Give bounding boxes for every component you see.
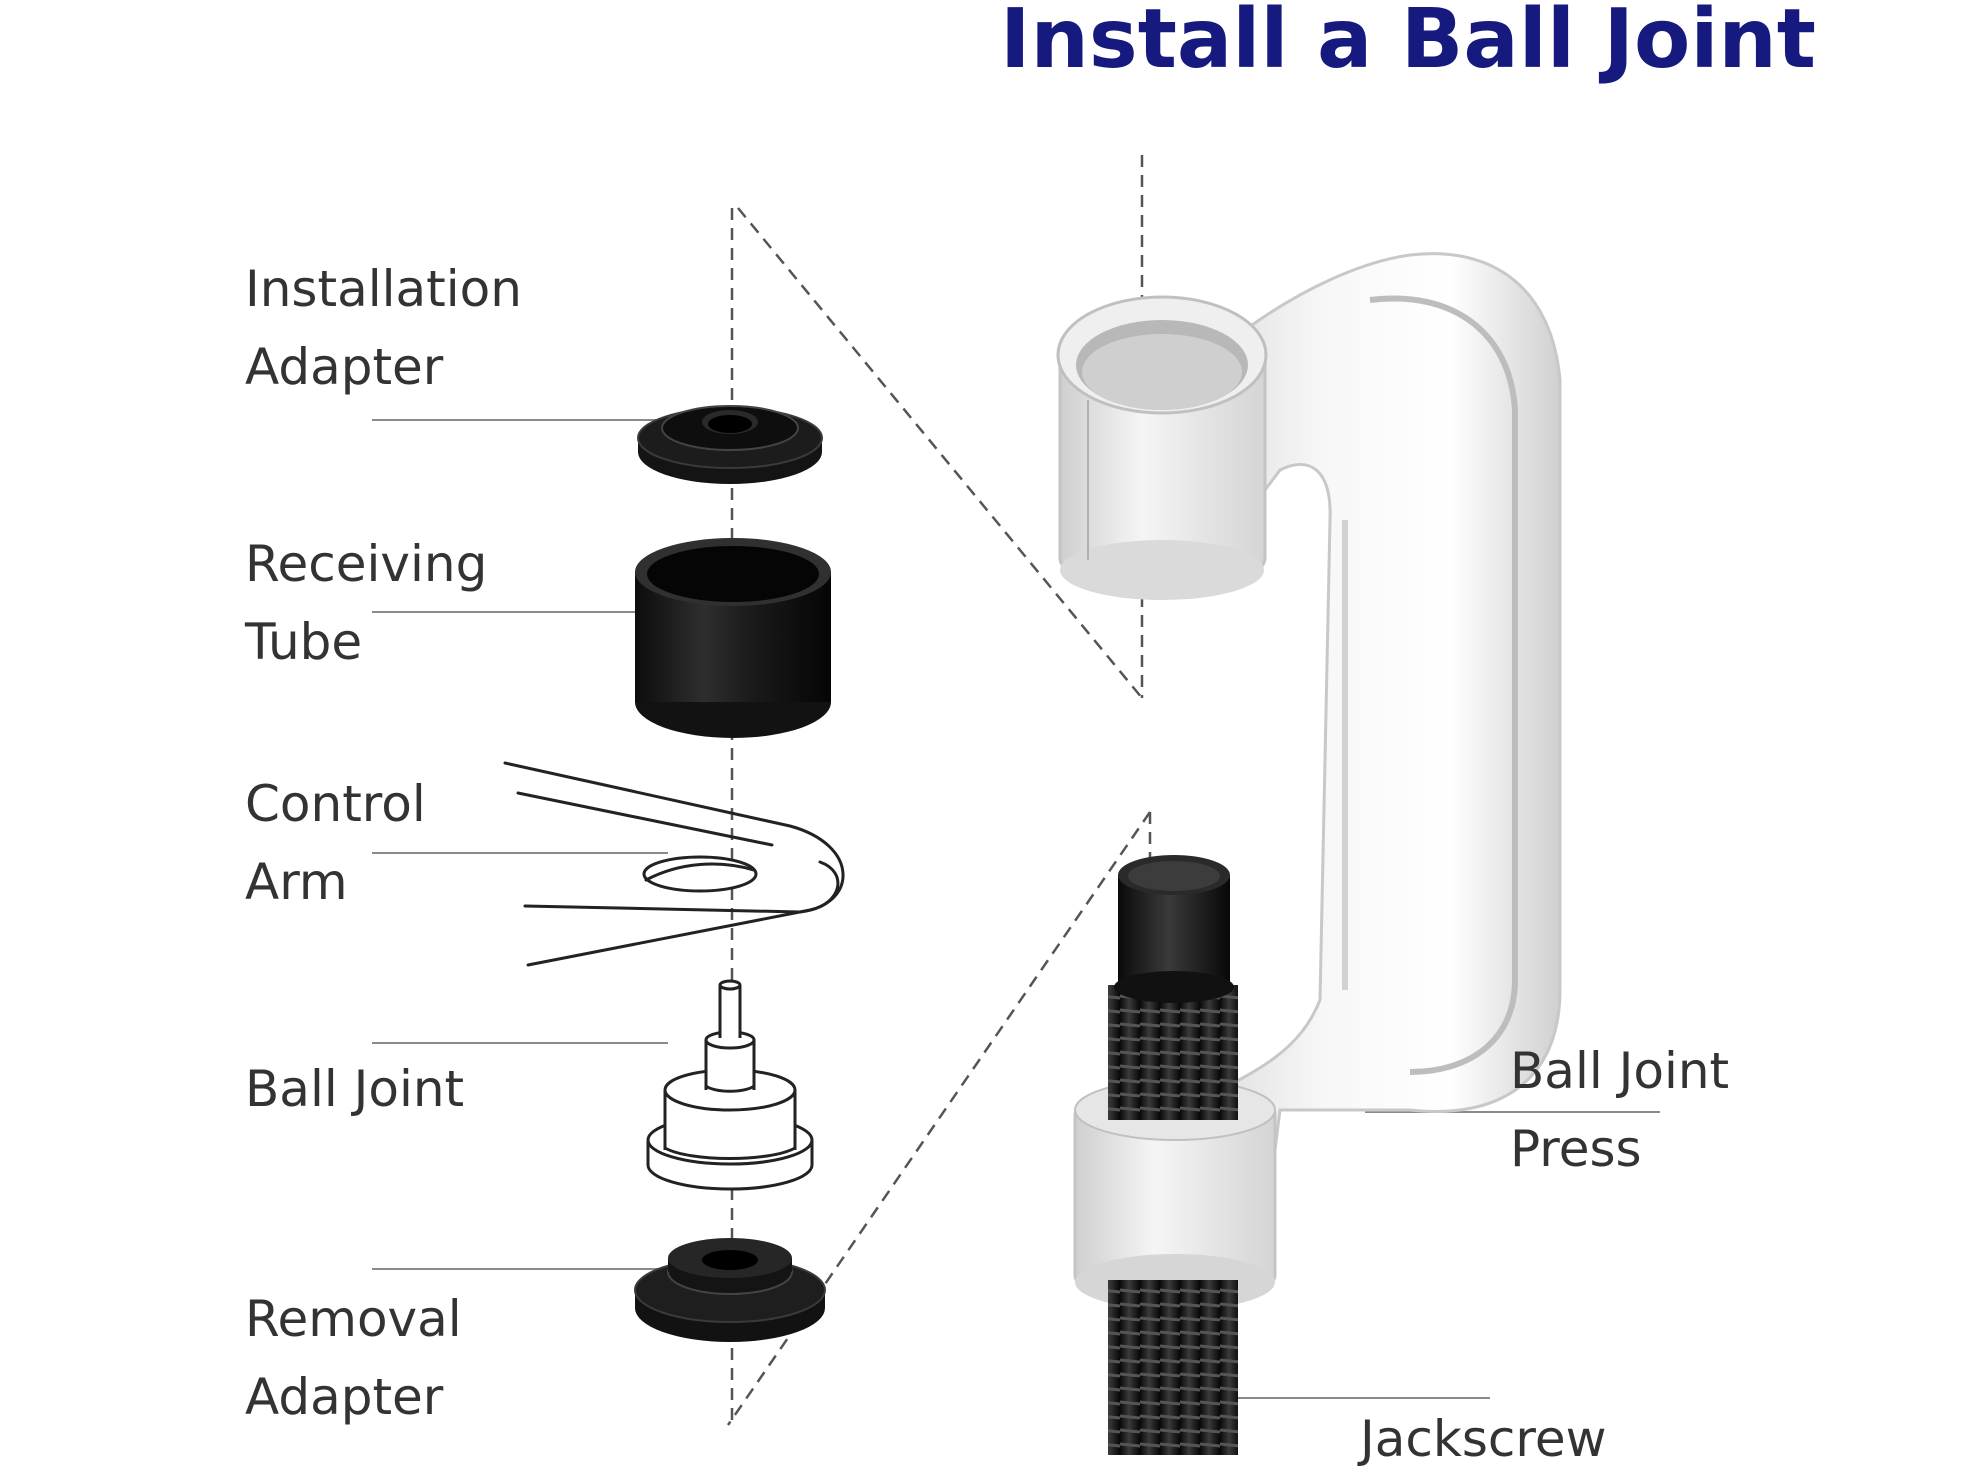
label-ball-joint: Ball Joint: [245, 1050, 464, 1128]
ball-joint-part: [646, 979, 814, 1191]
label-installation-adapter-line1: Installation: [245, 260, 522, 318]
label-jackscrew: Jackscrew: [1360, 1400, 1606, 1478]
label-control-arm: Control Arm: [245, 765, 426, 921]
removal-adapter-part: [634, 1238, 826, 1342]
label-ball-joint-press: Ball Joint Press: [1510, 1032, 1729, 1188]
label-installation-adapter-line2: Adapter: [245, 338, 444, 396]
label-removal-adapter-line1: Removal: [245, 1290, 462, 1348]
label-control-arm-line1: Control: [245, 775, 426, 833]
control-arm-part: [503, 761, 845, 967]
label-receiving-tube-line2: Tube: [245, 613, 363, 671]
label-installation-adapter: Installation Adapter: [245, 250, 522, 406]
label-removal-adapter-line2: Adapter: [245, 1368, 444, 1426]
receiving-tube-part: [635, 538, 831, 738]
label-removal-adapter: Removal Adapter: [245, 1280, 462, 1436]
label-ball-joint-press-line1: Ball Joint: [1510, 1042, 1730, 1100]
label-receiving-tube: Receiving Tube: [245, 525, 487, 681]
label-ball-joint-line1: Ball Joint: [245, 1060, 465, 1118]
page-title: Install a Ball Joint: [1000, 0, 1816, 87]
label-ball-joint-press-line2: Press: [1510, 1120, 1642, 1178]
label-jackscrew-line1: Jackscrew: [1360, 1410, 1607, 1468]
label-receiving-tube-line1: Receiving: [245, 535, 488, 593]
leader-lines: [372, 419, 1660, 1399]
installation-adapter-part: [637, 405, 823, 484]
label-control-arm-line2: Arm: [245, 853, 348, 911]
ball-joint-press-part: [1056, 252, 1562, 1310]
jackscrew-part: [1108, 855, 1238, 1455]
